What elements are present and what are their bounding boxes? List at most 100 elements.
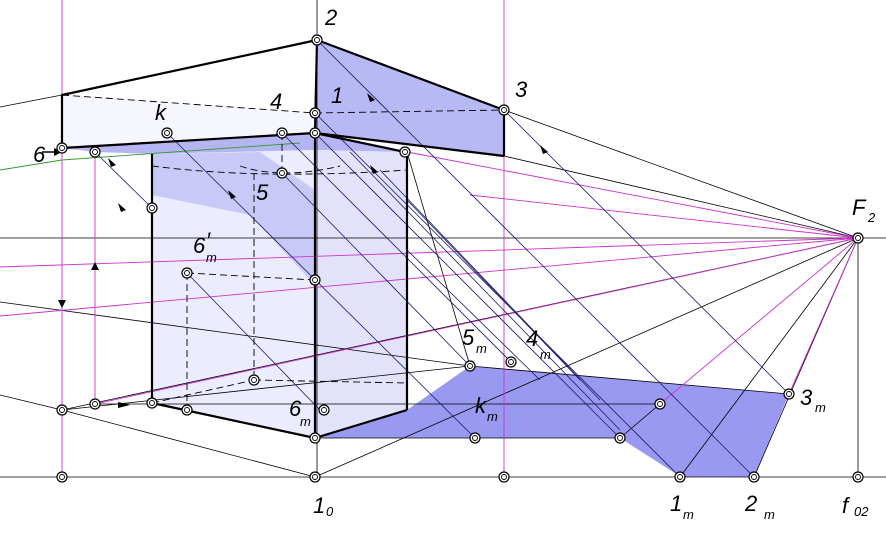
point-marker [399, 146, 411, 158]
point-marker [56, 404, 68, 416]
point-marker-inner [467, 363, 473, 369]
point-marker [276, 127, 288, 139]
label-1t-sub: т [683, 507, 694, 522]
label-6t-prime-mark: ′ [206, 228, 211, 253]
arrow-icon [370, 165, 378, 174]
point-marker-inner [501, 474, 507, 480]
point-marker-inner [751, 474, 757, 480]
fills [62, 40, 789, 477]
label-4: 4 [270, 89, 282, 114]
label-6t-sub: т [300, 414, 311, 429]
point-marker [309, 127, 321, 139]
labels: 2 1 3 4 k 6 5 6 ′ т F 2 5 т 4 т 3 т k т … [33, 5, 876, 522]
cap-front-face [62, 95, 315, 148]
point-marker [318, 404, 330, 416]
label-f02-sub: 02 [854, 504, 869, 519]
visible-edges [60, 38, 506, 440]
point-marker [852, 471, 864, 483]
point-marker [248, 374, 260, 386]
point-marker-inner [312, 277, 318, 283]
point-marker-inner [59, 407, 65, 413]
point-marker [498, 471, 510, 483]
point-marker-inner [314, 37, 320, 43]
label-2: 2 [324, 5, 337, 30]
point-marker-inner [184, 407, 190, 413]
point-marker [309, 432, 321, 444]
point-marker [309, 274, 321, 286]
point-marker [469, 432, 481, 444]
point-marker-inner [92, 401, 98, 407]
point-marker [309, 107, 321, 119]
label-3t-sub: т [815, 400, 826, 415]
label-1-0-sub: 0 [326, 504, 334, 519]
arrow-icon [108, 158, 116, 167]
point-marker-inner [321, 407, 327, 413]
point-marker [783, 388, 795, 400]
point-marker [464, 360, 476, 372]
point-marker-inner [677, 474, 683, 480]
point-marker-inner [501, 107, 507, 113]
label-1: 1 [331, 83, 343, 108]
point-marker-inner [164, 130, 170, 136]
column-shade-band [152, 152, 315, 285]
point-marker [89, 146, 101, 158]
label-kt: k [475, 393, 487, 418]
point-marker [311, 34, 323, 46]
label-3t: 3 [800, 385, 813, 410]
point-marker-inner [312, 474, 318, 480]
point-marker-inner [149, 205, 155, 211]
point-marker-inner [279, 130, 285, 136]
point-marker [498, 104, 510, 116]
shadow-under-cap [62, 133, 405, 154]
point-marker-inner [312, 130, 318, 136]
arrow-icon [118, 402, 130, 408]
arrow-icon [91, 262, 99, 270]
label-4t-sub: т [540, 347, 551, 362]
cap-right-face [315, 40, 504, 156]
arrow-icon [540, 145, 548, 154]
point-marker-inner [251, 377, 257, 383]
magenta-rays [0, 0, 859, 477]
point-marker [614, 432, 626, 444]
point-marker-inner [59, 474, 65, 480]
label-k: k [155, 100, 167, 125]
point-marker-inner [402, 149, 408, 155]
label-6: 6 [33, 142, 46, 167]
point-marker [505, 356, 517, 368]
arrow-icon [118, 203, 126, 212]
point-marker [181, 404, 193, 416]
point-markers [56, 34, 864, 483]
label-1-0: 1 [313, 493, 325, 518]
arrow-icon [54, 148, 62, 156]
point-marker-inner [855, 474, 861, 480]
point-marker-inner [786, 391, 792, 397]
point-marker [146, 397, 158, 409]
point-marker-inner [617, 435, 623, 441]
point-marker-inner [279, 170, 285, 176]
point-marker [161, 127, 173, 139]
point-marker-inner [59, 145, 65, 151]
label-5t: 5 [462, 325, 475, 350]
point-marker-inner [508, 359, 514, 365]
arrows [42, 93, 548, 408]
point-marker [748, 471, 760, 483]
point-marker [56, 471, 68, 483]
point-marker [146, 202, 158, 214]
label-3: 3 [515, 77, 528, 102]
label-kt-sub: т [487, 409, 498, 424]
point-marker [181, 267, 193, 279]
point-marker [276, 167, 288, 179]
point-marker-inner [312, 435, 318, 441]
point-marker-inner [472, 435, 478, 441]
point-marker-inner [184, 270, 190, 276]
point-marker [674, 471, 686, 483]
projection-lines [94, 39, 790, 478]
point-marker [654, 398, 666, 410]
point-marker [89, 398, 101, 410]
label-1t: 1 [670, 491, 682, 516]
arrow-icon [58, 300, 66, 308]
label-5: 5 [256, 180, 269, 205]
point-marker [56, 142, 68, 154]
